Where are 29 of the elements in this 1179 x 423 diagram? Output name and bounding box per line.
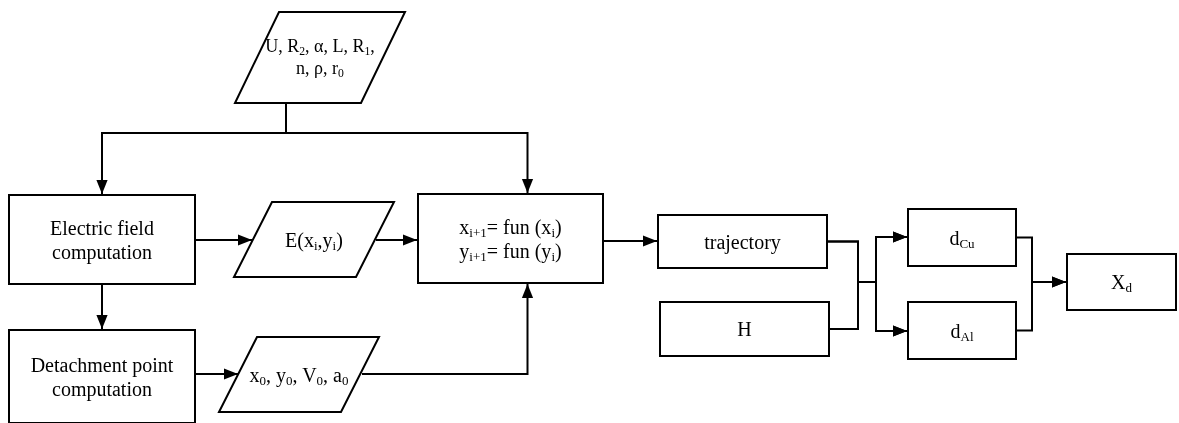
node-text: d$_{Al}$: [950, 318, 974, 343]
node-text: y$_{i+1}$= fun (y$_{i}$): [459, 239, 562, 263]
arrow: [375, 234, 418, 246]
node-text: H: [737, 317, 752, 341]
process-box: [907, 208, 1017, 267]
process-box: [1066, 253, 1177, 311]
arrow: [195, 234, 253, 246]
parameter-text: E(x$_{i}$,y$_{i}$): [285, 227, 343, 252]
process-box: [8, 329, 196, 423]
node-text: trajectory: [704, 229, 781, 254]
parameter-text: U, R$_{2}$, α, L, R$_{1}$, n, ρ, r$_{0}$: [265, 35, 375, 80]
node-text: Detachment point computation: [29, 352, 175, 401]
process-box: [8, 194, 196, 285]
process-box: [907, 301, 1017, 360]
node-text: Electric field computation: [49, 215, 155, 264]
node-text: X$_{d}$: [1111, 270, 1132, 294]
arrow: [1016, 276, 1067, 332]
process-box: [657, 214, 828, 269]
node-text: d$_{Cu}$: [949, 225, 975, 250]
arrow: [96, 284, 108, 330]
process-box: [659, 301, 830, 357]
arrow: [829, 281, 908, 337]
node-text: x$_{i+1}$= fun (x$_{i}$): [459, 214, 562, 239]
process-box: [417, 193, 604, 284]
arrow: [361, 283, 534, 375]
arrow: [603, 235, 658, 247]
parameter-text: x$_{0}$, y$_{0}$, V$_{0}$, a$_{0}$: [249, 362, 349, 387]
arrow: [195, 368, 239, 380]
arrow: [285, 102, 534, 194]
